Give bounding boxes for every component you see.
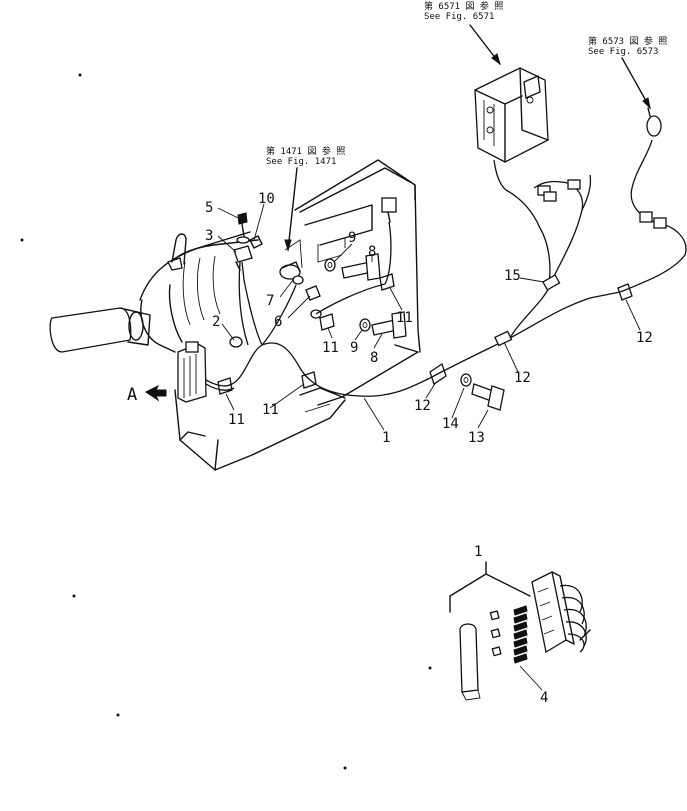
ref-1471-en: See Fig. 1471 (266, 157, 336, 167)
wiring-harness (205, 139, 687, 397)
callout-numbers: 5 3 10 2 7 6 9 8 11 11 9 8 11 11 1 15 12… (205, 191, 653, 706)
ref-6573-en: See Fig. 6573 (588, 47, 658, 57)
housing-body (49, 159, 421, 471)
part-2-clamp (229, 336, 243, 348)
stray-marks (20, 73, 432, 770)
ref-fig-1471: 第 1471 図 参 照 See Fig. 1471 (266, 145, 345, 167)
ref-6571-jp: 第 6571 図 参 照 (424, 0, 503, 12)
callout-15: 15 (504, 268, 521, 284)
callout-12-mid: 12 (514, 370, 531, 386)
callout-11-mid: 11 (322, 340, 339, 356)
ref-6571-en: See Fig. 6571 (424, 12, 494, 22)
bolt-13 (471, 383, 505, 411)
callout-1-main: 1 (382, 430, 390, 446)
callout-10: 10 (258, 191, 275, 207)
ref-6573-jp: 第 6573 図 参 照 (588, 35, 667, 47)
washer-9-lower (359, 318, 371, 332)
callout-12-right: 12 (636, 330, 653, 346)
callout-5: 5 (205, 200, 213, 216)
ref-fig-6573: 第 6573 図 参 照 See Fig. 6573 (588, 35, 667, 57)
callout-4: 4 (540, 690, 548, 706)
sensor-top (381, 197, 397, 223)
callout-6: 6 (274, 314, 282, 330)
callout-9-lower: 9 (350, 340, 358, 356)
washer-9-upper (324, 258, 336, 272)
callout-8-lower: 8 (370, 350, 378, 366)
leader-lines (217, 24, 651, 431)
washer-14 (460, 373, 472, 387)
part-6-connector (305, 285, 322, 319)
callout-7: 7 (266, 293, 274, 309)
inset-connector-kit (449, 561, 591, 701)
terminal-stack-4 (513, 605, 528, 664)
callout-3: 3 (205, 228, 213, 244)
bolt-5-screw (236, 212, 250, 244)
callout-9-upper: 9 (348, 230, 356, 246)
callout-14: 14 (442, 416, 459, 432)
valve-assembly-6571 (474, 67, 549, 163)
clip-10 (249, 235, 263, 249)
view-marker-label: A (127, 385, 137, 405)
callout-1-inset: 1 (474, 544, 482, 560)
connector-block-left (177, 341, 207, 403)
sensor-6573 (646, 107, 662, 137)
callout-2: 2 (212, 314, 220, 330)
view-arrow-a: A (127, 384, 167, 405)
bolt-8-lower (371, 311, 407, 339)
clamp-11-set (217, 273, 633, 395)
callout-11-left: 11 (228, 412, 245, 428)
callout-8-upper: 8 (368, 244, 376, 260)
ref-fig-6571: 第 6571 図 参 照 See Fig. 6571 (424, 0, 503, 22)
callout-11-right: 11 (396, 310, 413, 326)
callout-13: 13 (468, 430, 485, 446)
part-7-bracket (279, 261, 304, 285)
callout-11-bottom: 11 (262, 402, 279, 418)
callout-12-left: 12 (414, 398, 431, 414)
ref-1471-jp: 第 1471 図 参 照 (266, 145, 345, 157)
